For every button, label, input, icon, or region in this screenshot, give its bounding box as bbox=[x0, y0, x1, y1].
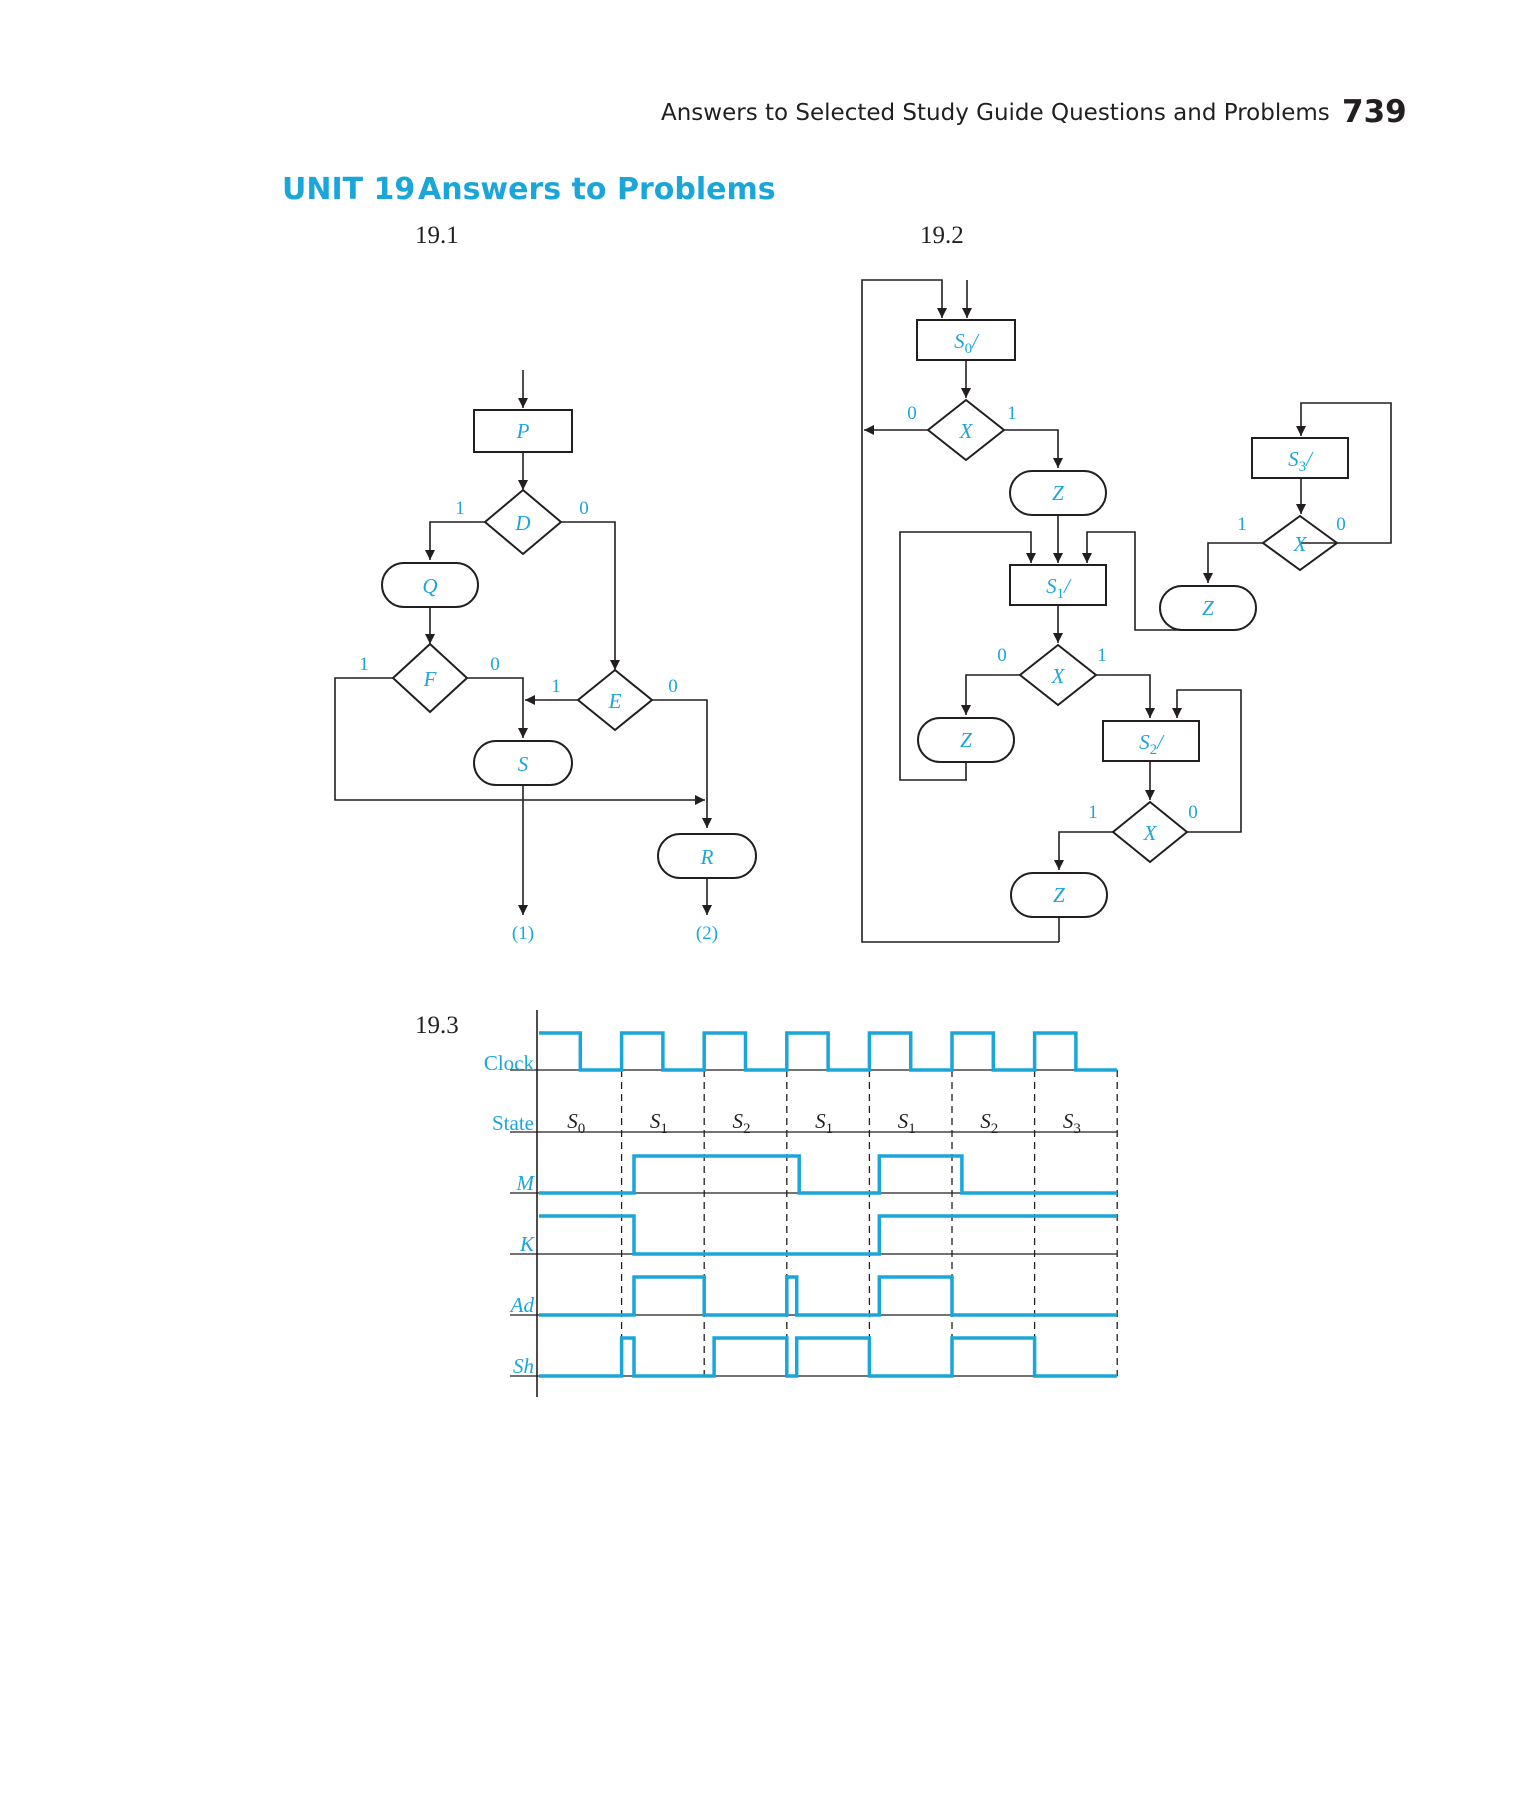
label-z-a: Z bbox=[1052, 481, 1064, 505]
label-d: D bbox=[514, 511, 530, 535]
state-label: S0 bbox=[567, 1109, 585, 1137]
signal-label-m: M bbox=[516, 1171, 536, 1195]
state-label: S2 bbox=[980, 1109, 998, 1137]
label-x-s0: X bbox=[959, 419, 974, 443]
bit-s3-1: 1 bbox=[1237, 514, 1247, 535]
exit-2: (2) bbox=[696, 923, 718, 944]
exit-1: (1) bbox=[512, 923, 534, 944]
label-q: Q bbox=[422, 574, 437, 598]
page-number: 739 bbox=[1342, 94, 1407, 130]
wave-ad bbox=[539, 1275, 1118, 1317]
label-s2: S2/ bbox=[1139, 730, 1165, 758]
signal-label-sh: Sh bbox=[513, 1354, 534, 1378]
label-x-s2: X bbox=[1143, 821, 1158, 845]
decision-f bbox=[391, 642, 469, 714]
bit-s0-0: 0 bbox=[907, 403, 917, 424]
label-f: F bbox=[423, 667, 437, 691]
decision-x-s2 bbox=[1111, 800, 1189, 864]
decision-e bbox=[576, 668, 654, 732]
label-x-s3: X bbox=[1293, 532, 1308, 556]
label-p: P bbox=[516, 419, 530, 443]
label-z-b: Z bbox=[960, 728, 972, 752]
state-label: S3 bbox=[1063, 1109, 1081, 1137]
problem-19-1-label: 19.1 bbox=[415, 222, 459, 249]
bit-e-0: 0 bbox=[668, 676, 678, 697]
state-box-s3 bbox=[1251, 437, 1349, 479]
label-s3: S3/ bbox=[1288, 447, 1314, 475]
signal-label-k: K bbox=[519, 1232, 535, 1256]
wave-m bbox=[539, 1154, 1118, 1195]
label-x-s1: X bbox=[1051, 664, 1066, 688]
state-label: S1 bbox=[815, 1109, 833, 1137]
bit-f-0: 0 bbox=[490, 654, 500, 675]
output-z-c bbox=[1159, 585, 1257, 631]
label-s: S bbox=[518, 752, 529, 776]
label-s0: S0/ bbox=[954, 329, 980, 357]
signal-label-ad: Ad bbox=[509, 1293, 535, 1317]
problem-19-2-label: 19.2 bbox=[920, 222, 964, 249]
decision-x-s0 bbox=[926, 398, 1006, 462]
label-r: R bbox=[700, 845, 714, 869]
bit-d-1: 1 bbox=[455, 498, 465, 519]
label-e: E bbox=[608, 689, 622, 713]
bit-f-1: 1 bbox=[359, 654, 369, 675]
signal-label-state: State bbox=[492, 1111, 534, 1135]
state-label: S1 bbox=[650, 1109, 668, 1137]
problem-19-3-label: 19.3 bbox=[415, 1012, 459, 1039]
wave-k bbox=[539, 1214, 1118, 1256]
label-z-c: Z bbox=[1202, 596, 1214, 620]
state-box-s2 bbox=[1102, 720, 1200, 762]
asm-chart-19-1 bbox=[334, 370, 757, 915]
decision-d bbox=[483, 488, 563, 556]
signal-label-clock: Clock bbox=[484, 1051, 535, 1075]
decision-x-s1 bbox=[1018, 643, 1098, 707]
bit-s1-0: 0 bbox=[997, 645, 1007, 666]
bit-s3-0: 0 bbox=[1336, 514, 1346, 535]
state-label: S1 bbox=[898, 1109, 916, 1137]
timing-diagram-19-3: Clock State M K Ad Sh S0 S1 S2 S1 S1 S2 S3 bbox=[484, 1010, 1118, 1397]
bit-s0-1: 1 bbox=[1007, 403, 1017, 424]
state-label: S2 bbox=[733, 1109, 751, 1137]
bit-d-0: 0 bbox=[579, 498, 589, 519]
bit-s2-1: 1 bbox=[1088, 802, 1098, 823]
bit-e-1: 1 bbox=[551, 676, 561, 697]
section-title: Answers to Problems bbox=[418, 172, 776, 207]
wave-clock bbox=[539, 1031, 1118, 1072]
label-s1: S1/ bbox=[1046, 574, 1072, 602]
unit-number: UNIT 19 bbox=[282, 172, 416, 207]
label-z-d: Z bbox=[1053, 883, 1065, 907]
running-header-title: Answers to Selected Study Guide Question… bbox=[661, 100, 1330, 126]
bit-s2-0: 0 bbox=[1188, 802, 1198, 823]
asm-chart-19-2 bbox=[861, 279, 1392, 943]
wave-sh bbox=[539, 1336, 1118, 1378]
decision-x-s3 bbox=[1261, 514, 1339, 572]
bit-s1-1: 1 bbox=[1097, 645, 1107, 666]
